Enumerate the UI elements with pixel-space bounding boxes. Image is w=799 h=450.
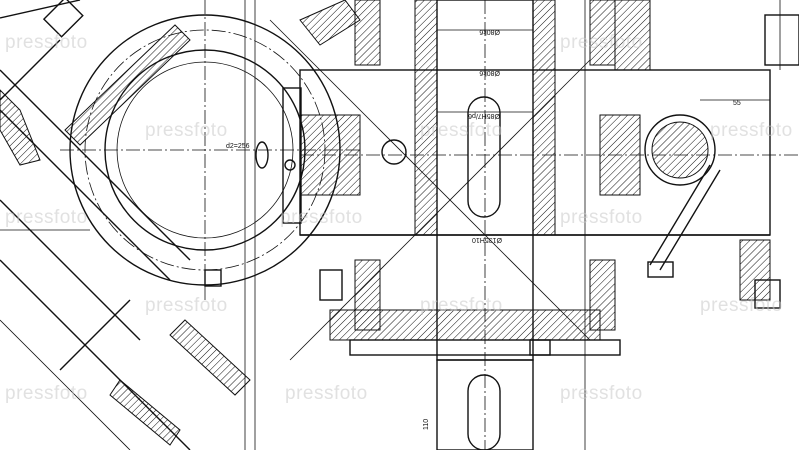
dim-base-bore: Ø135H10 — [472, 236, 502, 243]
watermark: pressfoto — [420, 295, 503, 316]
main-housing — [269, 0, 799, 450]
watermark: pressfoto — [560, 383, 643, 404]
watermark: pressfoto — [420, 120, 503, 141]
watermark: pressfoto — [710, 120, 793, 141]
watermark: pressfoto — [5, 32, 88, 53]
dim-shaft-mid: Ø80k6 — [479, 69, 500, 76]
dim-bore: Ø85H7/p6 — [468, 112, 500, 119]
dim-offset: 55 — [733, 100, 741, 107]
fasteners — [204, 87, 551, 356]
watermark: pressfoto — [145, 120, 228, 141]
diagonal-housing — [0, 0, 361, 450]
dim-pitch: d2=256 — [226, 143, 250, 150]
dim-length: 110 — [423, 419, 430, 430]
dim-shaft-top: Ø80k6 — [479, 28, 500, 35]
watermark: pressfoto — [285, 383, 368, 404]
watermark: pressfoto — [280, 207, 363, 228]
watermark: pressfoto — [700, 295, 783, 316]
watermark: pressfoto — [5, 383, 88, 404]
watermark: pressfoto — [5, 207, 88, 228]
watermark: pressfoto — [560, 32, 643, 53]
watermark: pressfoto — [560, 207, 643, 228]
watermark: pressfoto — [145, 295, 228, 316]
